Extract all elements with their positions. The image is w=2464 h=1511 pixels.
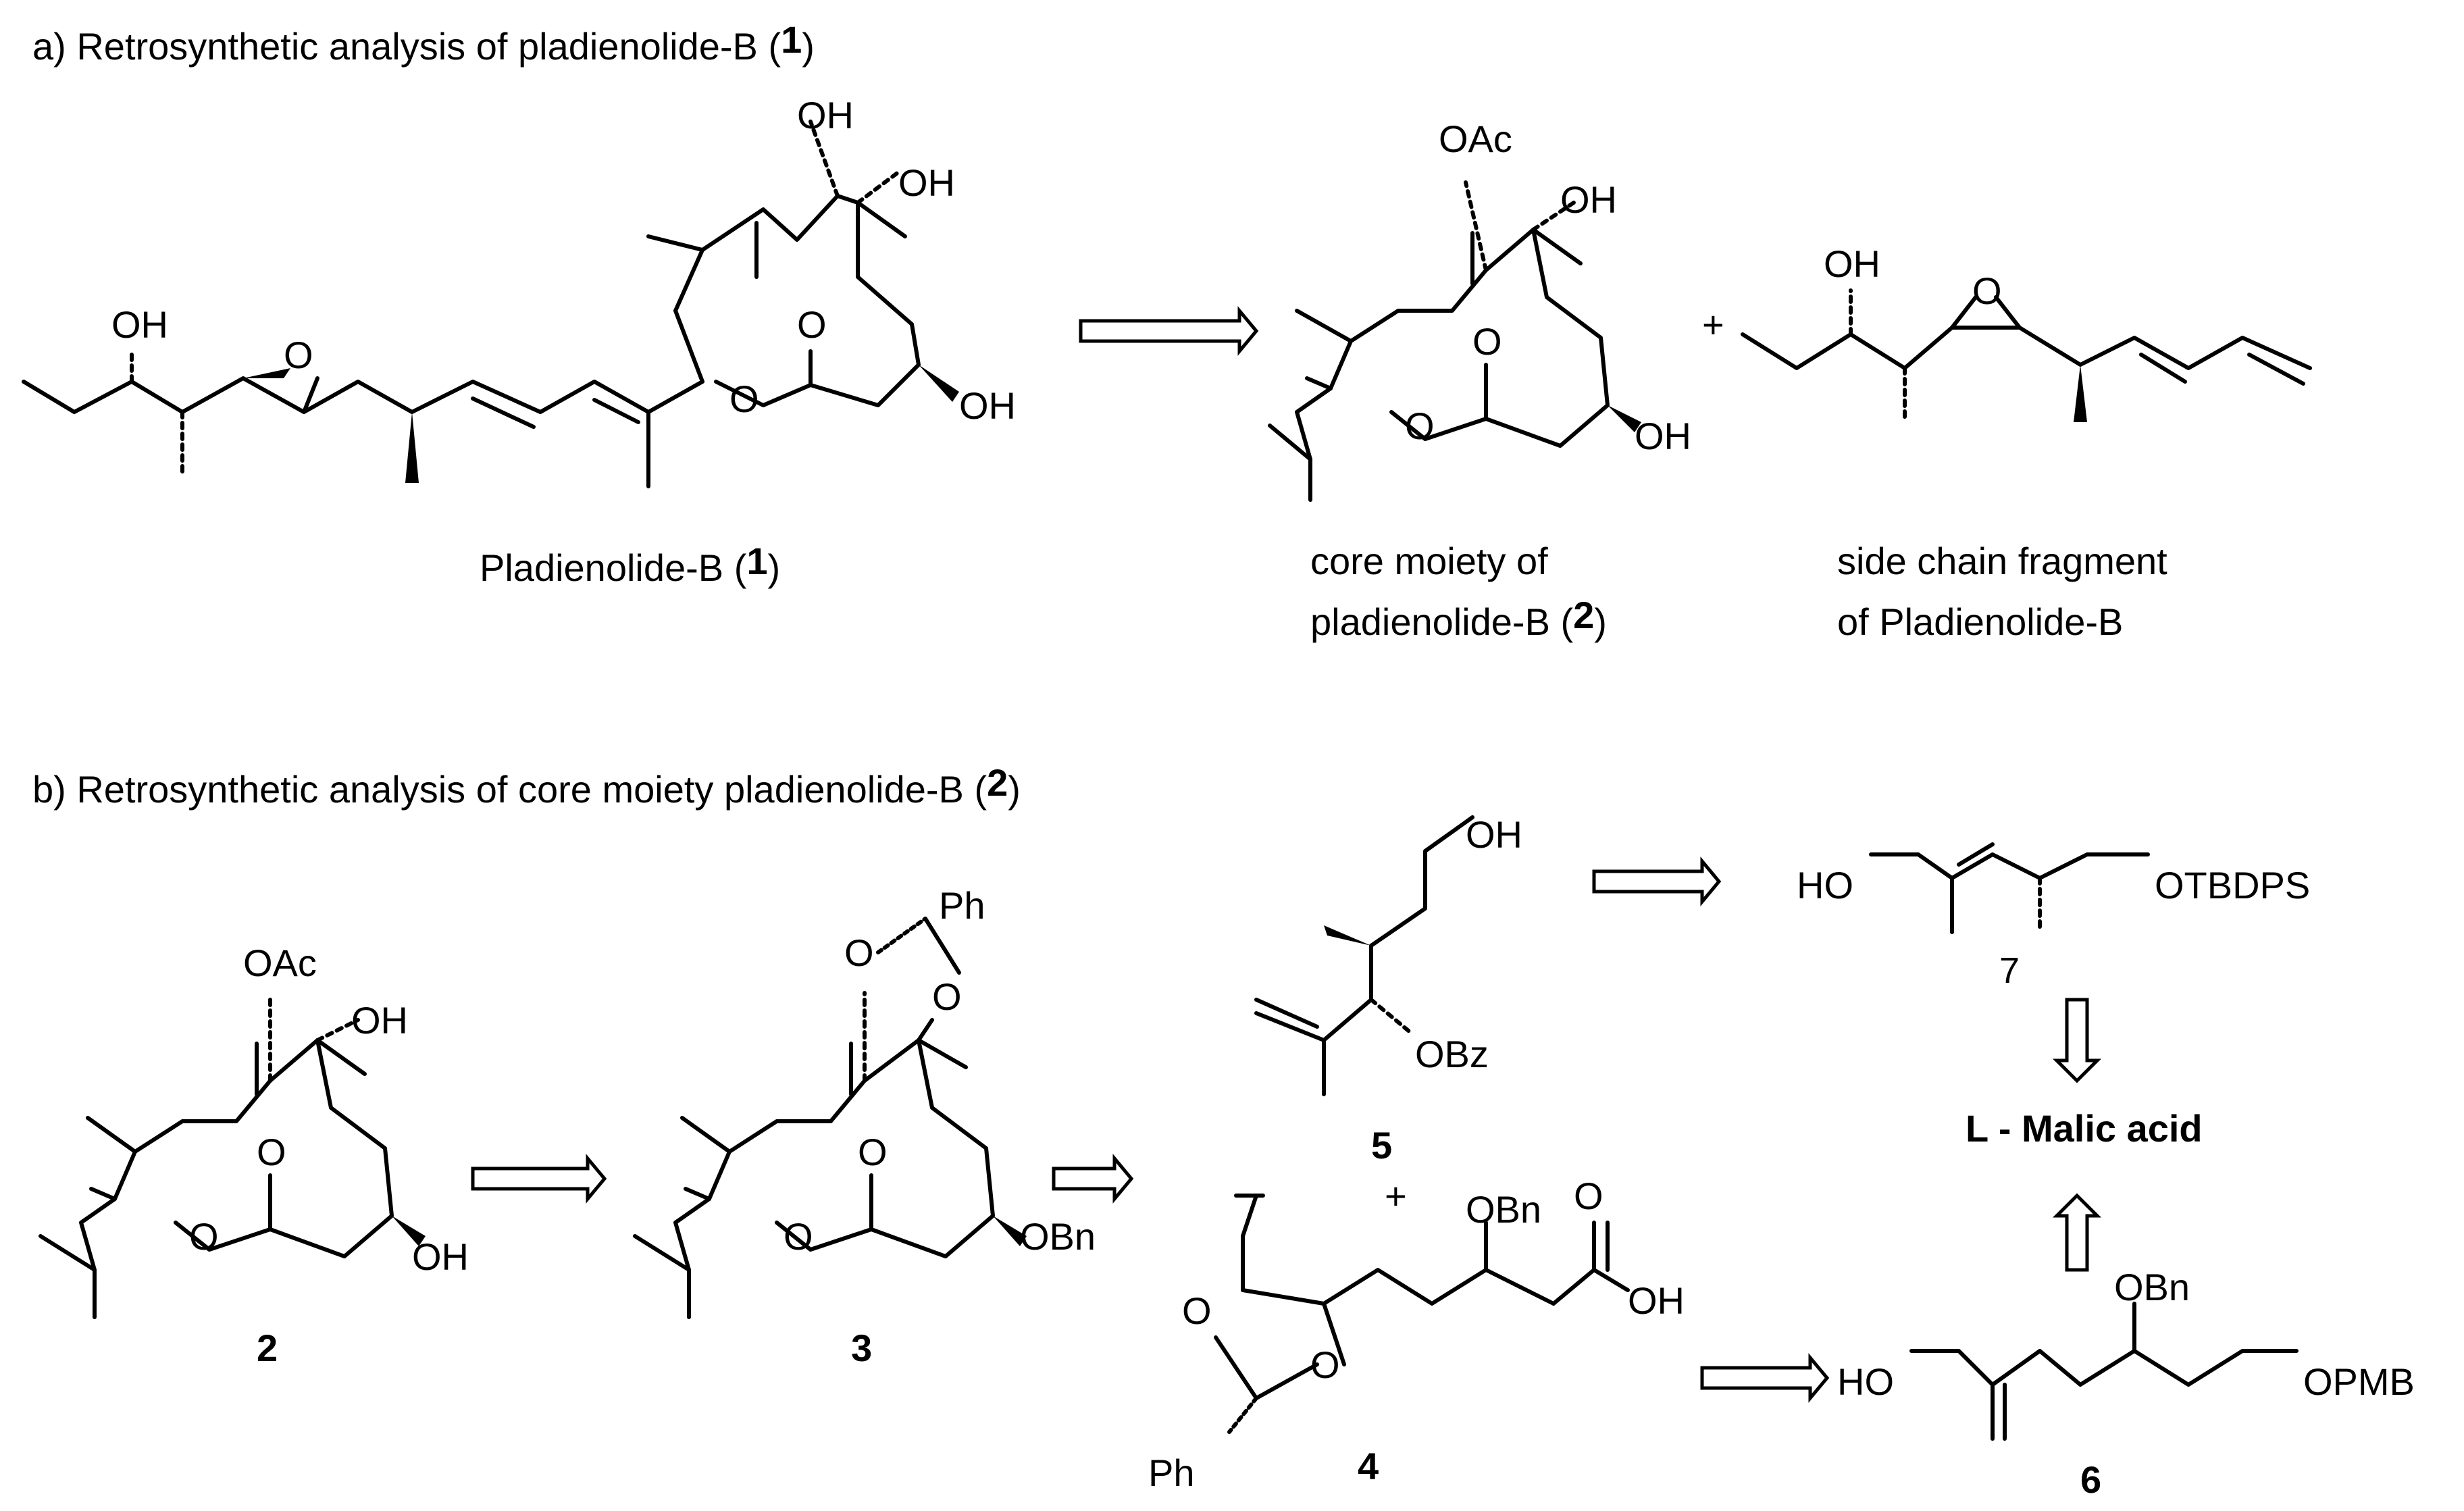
caption-side-line2: of Pladienolide-B [1837,600,2123,643]
atom-obn-3: OBn [1020,1215,1096,1258]
plus-sign-b: + [1385,1175,1407,1217]
caption-core-line1: core moiety of [1310,540,1548,582]
atom-acetal-o-3b: O [932,975,962,1018]
atom-6-left: HO [1837,1360,1894,1403]
molecule-2: OAc OH O O OH [38,942,469,1319]
retro-arrow-b1 [471,1154,607,1204]
molecule-7: HO OTBDPS [1797,842,2310,934]
molecule-pladienolide-b: OH O OH OH O O OH [22,94,1016,488]
compound-number-7: 7 [1999,950,2020,991]
atom-oac-top: OAc [1439,118,1512,160]
molecule-side-chain: OH O [1741,242,2312,424]
atom-ring-o-2: O [189,1215,219,1258]
atom-7-right: OTBDPS [2155,864,2310,906]
retro-arrow-b2 [1052,1154,1134,1204]
caption-side-line1: side chain fragment [1837,540,2167,582]
atom-oh-2-a: OH [351,999,408,1042]
atom-carbonyl-o-3: O [858,1131,888,1173]
retro-arrow-d [1700,1353,1830,1403]
section-a-header: a) Retrosynthetic analysis of pladienoli… [32,18,815,68]
atom-oh-side: OH [1824,242,1880,285]
atom-ph-4: Ph [1148,1452,1195,1494]
atom-ring-o-3: O [784,1215,813,1258]
atom-oh-c7: OH [797,94,854,136]
molecule-5: OH OBz [1254,813,1522,1096]
svg-text:b) Retrosynthetic analysis of: b) Retrosynthetic analysis of core moiet… [32,761,1021,811]
atom-oh-2-b: OH [412,1235,469,1278]
target-l-malic-acid: L - Malic acid [1966,1107,2203,1150]
atom-epoxide-o-2: O [1972,270,2002,312]
atom-obn-4: OBn [1466,1188,1541,1231]
retro-arrow-a [1079,306,1259,356]
compound-number-6: 6 [2080,1458,2101,1501]
atom-acetal-o-3a: O [844,931,874,974]
atom-oh-c6: OH [898,161,955,204]
compound-number-3: 3 [851,1327,872,1369]
atom-carbonyl-o-4: O [1574,1175,1603,1217]
section-b-header: b) Retrosynthetic analysis of core moiet… [32,761,1021,811]
atom-ph-3: Ph [939,884,985,927]
atom-carbonyl-o-1: O [797,303,827,346]
svg-text:a) Retrosynthetic analysis of: a) Retrosynthetic analysis of pladienoli… [32,18,815,68]
retro-arrow-c [1592,856,1722,906]
plus-sign-a: + [1702,303,1724,346]
atom-ring-o-top: O [1405,405,1435,447]
header-a-number: 1 [781,18,802,61]
molecule-3: O Ph O O O OBn [633,884,1096,1319]
compound-number-2: 2 [257,1327,278,1369]
atom-carbonyl-o-top: O [1472,320,1502,363]
atom-oh-5: OH [1466,813,1522,856]
compound-number-4: 4 [1358,1445,1379,1487]
atom-6-right: OPMB [2303,1360,2415,1403]
atom-oh-top-1: OH [1560,178,1617,221]
header-b-number: 2 [987,761,1008,804]
compound-number-5: 5 [1371,1124,1392,1167]
header-b-close: ) [1008,768,1021,811]
atom-oh-c20: OH [111,303,168,346]
caption-pladienolide: Pladienolide-B (1) [480,540,780,589]
molecule-core-moiety-top: OAc OH O O OH [1268,118,1691,502]
atom-oac-2: OAc [243,942,317,984]
retro-arrow-f [2052,1193,2102,1272]
atom-oh-c3: OH [959,384,1016,427]
header-a-text: a) Retrosynthetic analysis of pladienoli… [32,25,781,68]
atom-carbonyl-o-2: O [257,1131,286,1173]
atom-ring-o-1: O [729,378,759,420]
atom-7-left: HO [1797,864,1853,906]
atom-oh-4: OH [1628,1279,1685,1322]
retro-arrow-e [2052,998,2102,1083]
atom-acetal-o-4a: O [1182,1289,1212,1332]
molecule-4: O O Ph OBn O OH [1148,1175,1685,1494]
header-b-text: b) Retrosynthetic analysis of core moiet… [32,768,987,811]
atom-oh-top-2: OH [1635,415,1691,457]
atom-epoxide-o-1: O [284,334,313,376]
caption-core-line2: pladienolide-B (2) [1310,594,1607,643]
header-a-close: ) [802,25,815,68]
atom-obn-6: OBn [2114,1266,2190,1308]
molecule-6: HO OBn OPMB [1837,1266,2415,1441]
atom-obz-5: OBz [1415,1033,1489,1075]
